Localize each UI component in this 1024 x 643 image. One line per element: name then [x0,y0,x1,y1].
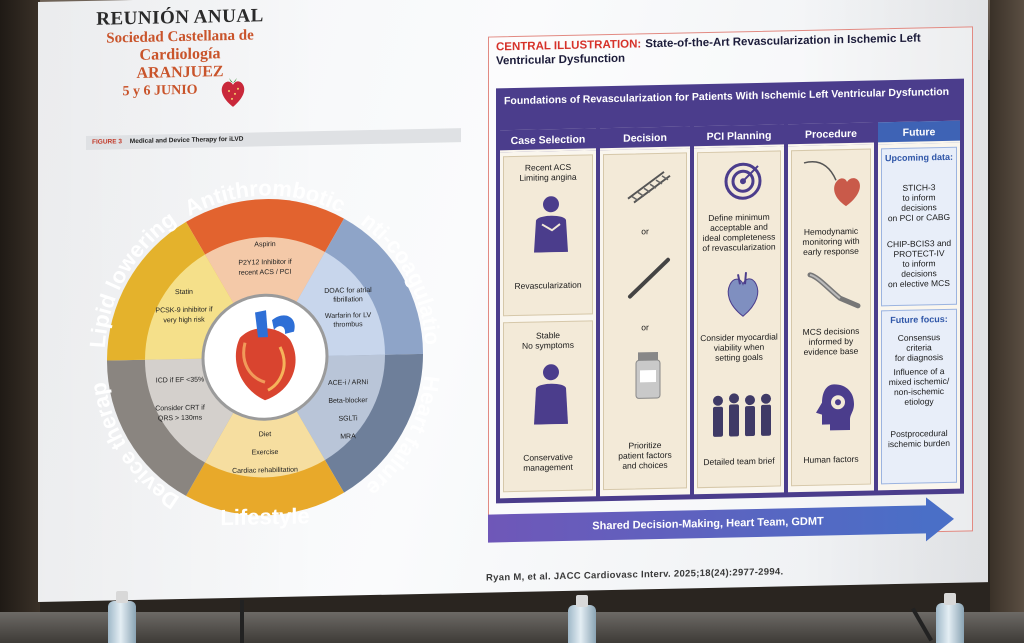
heart-failure-items: ACE-i / ARNi Beta-blocker SGLTi MRA [328,379,369,441]
figure-number: FIGURE 3 [92,138,122,146]
projection-screen: REUNIÓN ANUAL Sociedad Castellana de Car… [38,0,988,602]
conference-table [0,612,1024,643]
svg-text:QRS > 130ms: QRS > 130ms [158,415,203,423]
svg-text:Beta-blocker: Beta-blocker [328,397,368,405]
therapy-wheel: Antithrombotic Anti-coagulation Heart fa… [80,168,445,530]
svg-text:Consider CRT if: Consider CRT if [155,405,205,413]
svg-text:Aspirin: Aspirin [254,241,276,248]
central-illustration: CENTRAL ILLUSTRATION:State-of-the-Art Re… [488,26,973,591]
title-prefix: CENTRAL ILLUSTRATION: [496,38,642,54]
figure-title: Medical and Device Therapy for iLVD [129,135,244,146]
svg-text:P2Y12 Inhibitor if: P2Y12 Inhibitor if [238,259,291,267]
water-bottle-right [936,593,964,643]
person-chest-pain-icon [534,196,568,253]
column-head: Case Selection [500,128,596,153]
mcs-device-icon [807,272,861,309]
case-top-result: Revascularization [514,279,582,292]
medication-bottle-icon [635,352,661,399]
conference-logo: REUNIÓN ANUAL Sociedad Castellana de Car… [80,5,280,101]
column-decision: Decision or or [600,126,690,497]
anticoagulation-items: DOAC for atrial fibrillation Warfarin fo… [324,287,372,329]
microphone-left [240,600,244,643]
svg-text:Warfarin for LV: Warfarin for LV [325,312,372,320]
svg-text:Exercise: Exercise [252,449,279,457]
catheter-heart-icon [803,161,860,207]
upcoming-heading: Upcoming data: [884,151,953,164]
person-stable-icon [534,364,568,425]
decision-or-2: or [641,322,649,333]
heart-outline-icon [727,272,759,317]
column-head: Decision [600,126,690,151]
pci-text-3: Detailed team brief [703,455,775,468]
svg-text:Statin: Statin [175,289,193,296]
svg-text:DOAC for atrial: DOAC for atrial [324,287,372,295]
wall-right [990,0,1024,643]
panel-header: Foundations of Revascularization for Pat… [504,85,950,108]
svg-text:very high risk: very high risk [163,317,205,325]
device-therapy-items: ICD if EF <35% Consider CRT if QRS > 130… [155,377,205,423]
svg-text:Cardiac rehabilitation: Cardiac rehabilitation [232,467,298,475]
svg-text:recent ACS / PCI: recent ACS / PCI [239,269,292,277]
head-gear-icon [816,384,854,431]
guidewire-icon [628,257,670,299]
arrow-label: Shared Decision-Making, Heart Team, GDMT [592,515,824,533]
svg-text:fibrillation: fibrillation [333,296,363,304]
column-head: Procedure [788,122,874,147]
strawberry-heart-icon [221,77,245,107]
svg-text:thrombus: thrombus [333,321,363,329]
water-bottle-left [108,591,136,643]
lifestyle-items: Diet Exercise Cardiac rehabilitation [232,431,298,475]
stent-icon [627,171,671,204]
svg-text:MRA: MRA [340,433,356,440]
column-head: Future [878,120,960,145]
lipid-lowering-items: Statin PCSK-9 inhibitor if very high ris… [155,289,212,325]
svg-text:Diet: Diet [259,431,272,438]
column-head: PCI Planning [694,124,784,149]
focus-heading: Future focus: [890,313,948,326]
svg-text:ACE-i / ARNi: ACE-i / ARNi [328,379,369,387]
svg-text:SGLTi: SGLTi [338,415,358,422]
heart-anatomy-icon [235,310,296,401]
antithrombotic-items: Aspirin P2Y12 Inhibitor if recent ACS / … [238,241,291,277]
svg-text:ICD if EF <35%: ICD if EF <35% [156,377,204,385]
decision-or-1: or [641,226,649,237]
svg-text:PCSK-9 inhibitor if: PCSK-9 inhibitor if [155,306,212,314]
water-bottle-center [568,595,596,643]
ring-label-lifestyle: Lifestyle [220,503,309,530]
procedure-text-3: Human factors [803,453,859,465]
target-icon [724,162,762,200]
wall-left [0,0,40,643]
foundations-panel: Foundations of Revascularization for Pat… [496,78,964,504]
team-icon [713,393,771,437]
